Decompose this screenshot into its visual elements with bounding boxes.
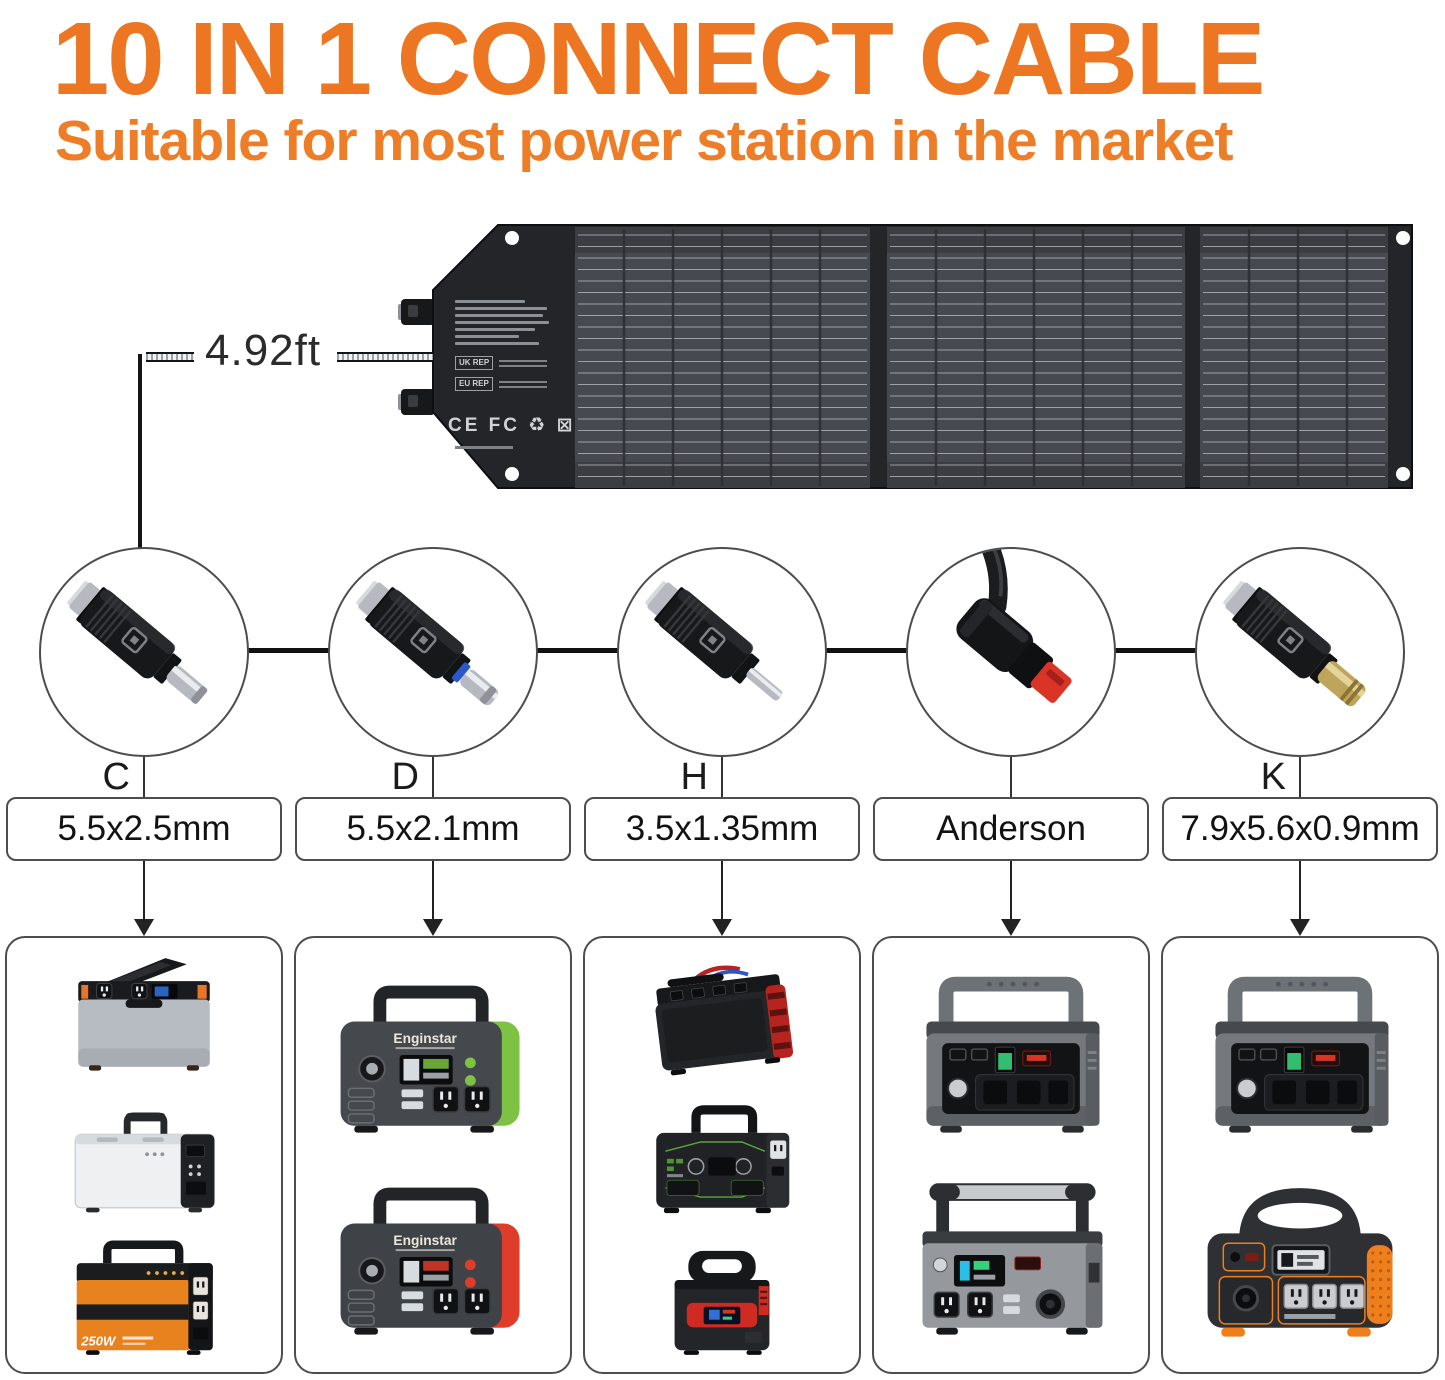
cable-segment: [146, 352, 194, 362]
anderson-plug-photo: [908, 549, 1114, 755]
connector-size-box: 5.5x2.5mm: [6, 797, 282, 861]
page-title: 10 IN 1 CONNECT CABLE: [52, 1, 1265, 116]
connector-size-label: 5.5x2.5mm: [57, 809, 231, 848]
cable-line: [138, 354, 142, 550]
cable-length-label: 4.92ft: [205, 326, 322, 375]
svg-text:250W: 250W: [80, 1334, 117, 1349]
power-station-gray-big-handle: [893, 969, 1129, 1139]
arrow-head-icon: [1290, 919, 1310, 936]
uk-rep-label: UK REP: [455, 356, 494, 370]
arrow-line: [1299, 861, 1301, 921]
arrow-line: [1010, 861, 1012, 921]
cable-segment: [337, 352, 433, 362]
arrow-head-icon: [423, 919, 443, 936]
arrow-line: [721, 861, 723, 921]
power-station-black-red: [616, 949, 828, 1079]
connector-link-line: [433, 648, 722, 653]
connector-drop-line: [721, 757, 723, 798]
svg-text:Enginstar: Enginstar: [393, 1032, 457, 1047]
connector-size-label: 7.9x5.6x0.9mm: [1180, 809, 1420, 848]
page-subtitle: Suitable for most power station in the m…: [55, 109, 1234, 173]
connector-size-box: 7.9x5.6x0.9mm: [1162, 797, 1438, 861]
panel-rep-labels: UK REP EU REP: [455, 356, 548, 398]
product-box-anderson: [872, 936, 1150, 1374]
certification-marks: CE FC ♻ ⊠: [448, 415, 576, 436]
power-station-white-briefcase: [38, 1090, 250, 1220]
connector-size-label: 3.5x1.35mm: [625, 809, 819, 848]
product-box-k: [1161, 936, 1439, 1374]
connector-drop-line: [1010, 757, 1012, 798]
power-station-silver-gray: [893, 1171, 1129, 1341]
panel-fine-print: [455, 446, 513, 449]
connector-size-label: Anderson: [936, 809, 1086, 848]
connector-letter: K: [1260, 756, 1286, 798]
product-box-d: Enginstar Enginstar: [294, 936, 572, 1374]
arrow-line: [432, 861, 434, 921]
connector-size-box: Anderson: [873, 797, 1149, 861]
arrow-line: [143, 861, 145, 921]
solar-panel-photo: [398, 224, 1413, 489]
eu-rep-label: EU REP: [455, 377, 493, 391]
product-box-h: [583, 936, 861, 1374]
power-station-green-trim: [616, 1090, 828, 1220]
power-station-black-orange: [1182, 1171, 1418, 1341]
svg-text:Enginstar: Enginstar: [393, 1233, 457, 1248]
mini-power-station-red-screen: [616, 1231, 828, 1361]
power-station-black-silver-orange: [38, 949, 250, 1079]
arrow-head-icon: [134, 919, 154, 936]
enginstar-power-station-red: Enginstar: [315, 1171, 551, 1341]
connector-letter: H: [680, 756, 708, 798]
connector-link-line: [144, 648, 433, 653]
dc-plug-7-9x5-6-photo: [1197, 549, 1403, 755]
connector-drop-line: [1299, 757, 1301, 798]
power-station-orange-250w: 250W: [38, 1231, 250, 1361]
connector-size-box: 5.5x2.1mm: [295, 797, 571, 861]
arrow-head-icon: [712, 919, 732, 936]
arrow-head-icon: [1001, 919, 1021, 936]
dc-plug-5-5x2-5-photo: [41, 549, 247, 755]
connector-size-box: 3.5x1.35mm: [584, 797, 860, 861]
dc-plug-3-5x1-35-photo: [619, 549, 825, 755]
connector-size-label: 5.5x2.1mm: [346, 809, 520, 848]
panel-spec-text: [455, 300, 551, 349]
connector-drop-line: [432, 757, 434, 798]
product-box-c: 250W: [5, 936, 283, 1374]
connector-drop-line: [143, 757, 145, 798]
connector-link-line: [722, 648, 1011, 653]
connector-link-line: [1011, 648, 1300, 653]
dc-plug-5-5x2-1-photo: [330, 549, 536, 755]
connector-letter: D: [391, 756, 419, 798]
enginstar-power-station-green: Enginstar: [315, 969, 551, 1139]
connector-letter: C: [102, 756, 130, 798]
power-station-gray-big-handle: [1182, 969, 1418, 1139]
